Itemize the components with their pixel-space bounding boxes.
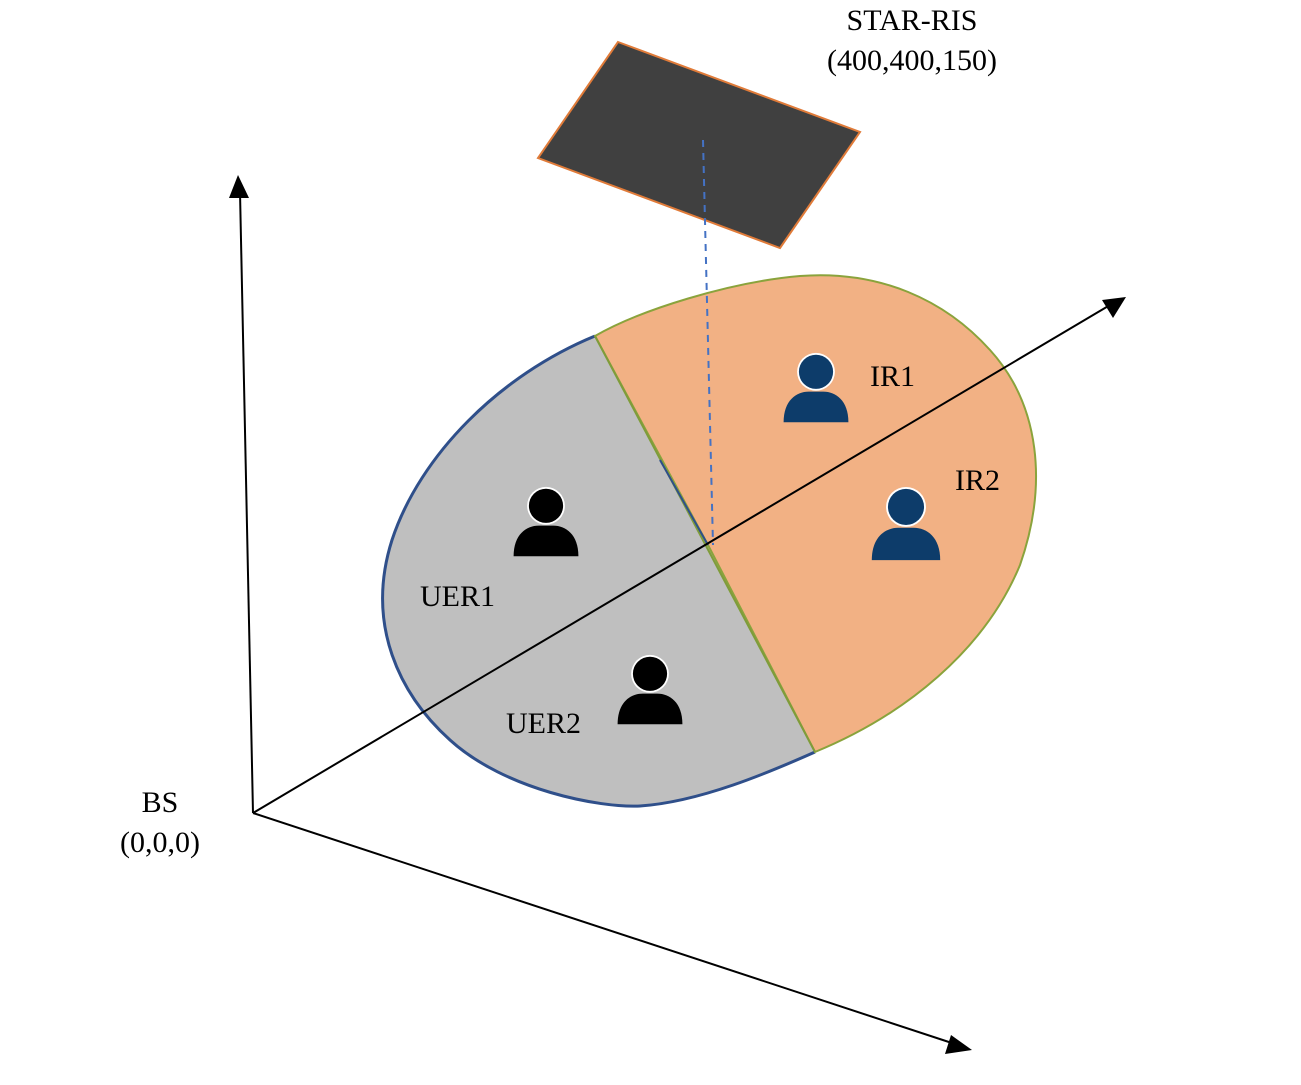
star-ris-panel bbox=[536, 40, 862, 250]
y-axis bbox=[252, 304, 1111, 814]
uer2-label: UER2 bbox=[506, 707, 581, 740]
ris-name-label: STAR-RIS bbox=[847, 4, 978, 37]
ris-projection-line bbox=[702, 139, 714, 546]
bs-name-label: BS bbox=[142, 786, 179, 819]
z-axis bbox=[239, 191, 254, 814]
uer1-label: UER1 bbox=[420, 580, 495, 613]
transmission-region bbox=[382, 336, 815, 807]
ir1-label: IR1 bbox=[870, 360, 915, 393]
transmission-region-border bbox=[381, 334, 816, 808]
x-axis bbox=[252, 812, 959, 1046]
region-divider-dark bbox=[659, 459, 709, 546]
ris-coords-label: (400,400,150) bbox=[827, 44, 997, 77]
ir2-label: IR2 bbox=[955, 464, 1000, 497]
bs-coords-label: (0,0,0) bbox=[120, 826, 200, 859]
x-axis-arrowhead-icon bbox=[945, 1035, 972, 1054]
z-axis-arrowhead-icon bbox=[229, 175, 249, 198]
reflection-region bbox=[593, 274, 1037, 754]
y-axis-arrowhead-icon bbox=[1102, 297, 1126, 318]
